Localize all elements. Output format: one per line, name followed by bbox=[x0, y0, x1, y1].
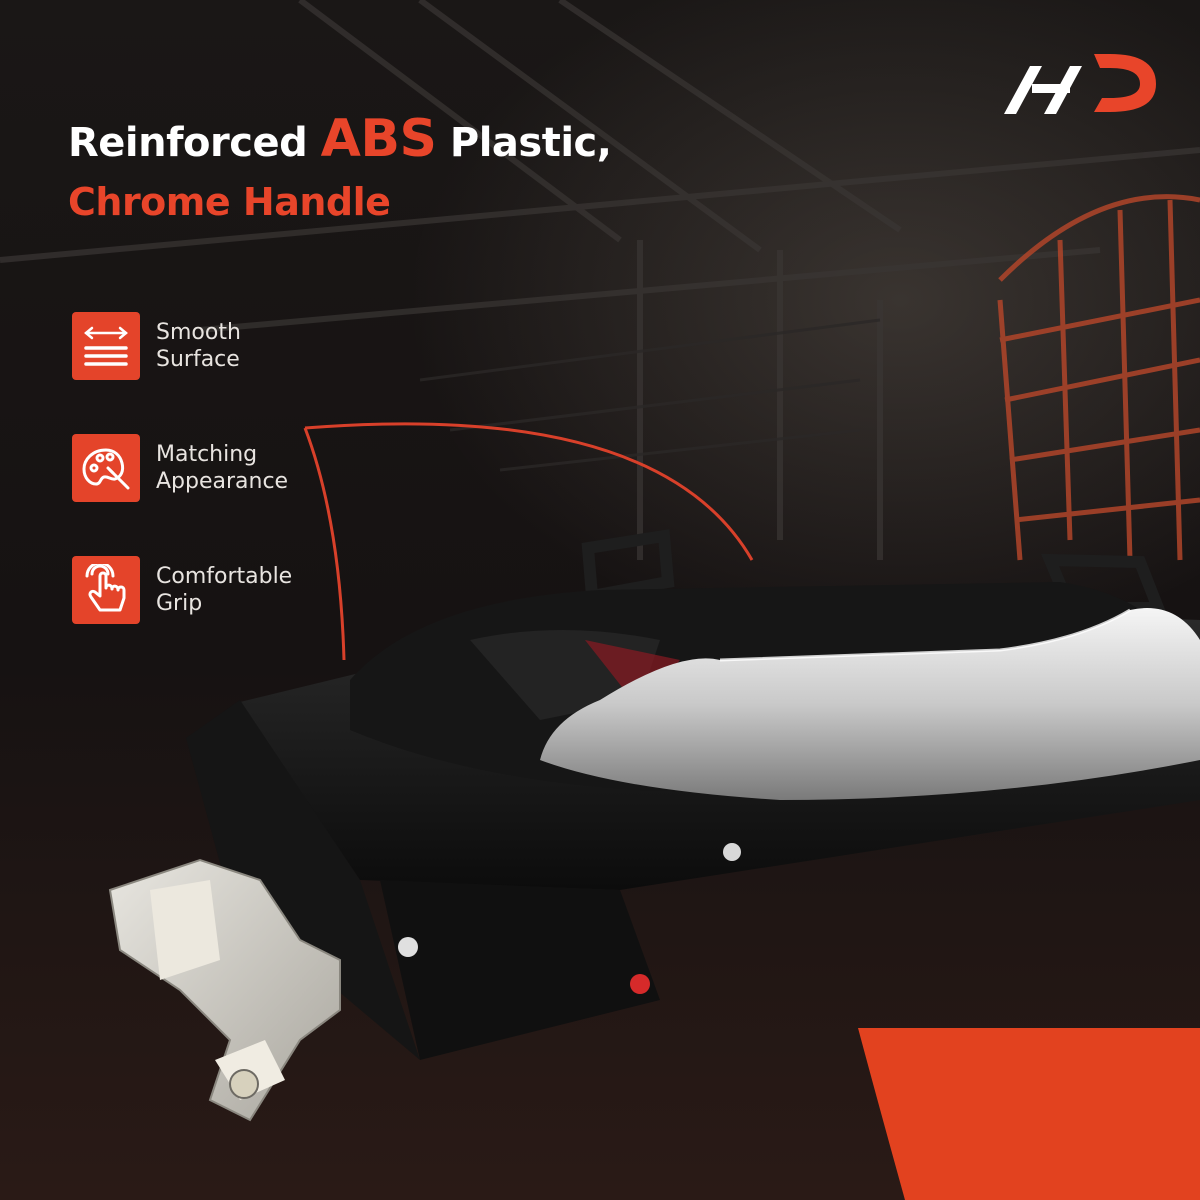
feature-label-line-2: Surface bbox=[156, 347, 240, 372]
feature-label-line-2: Grip bbox=[156, 591, 203, 616]
feature-item-smooth-surface: Smooth Surface bbox=[72, 312, 346, 380]
feature-label-line-2: Appearance bbox=[156, 469, 289, 494]
headline: Reinforced ABS Plastic, Chrome Handle bbox=[68, 109, 612, 232]
headline-line-2: Chrome Handle bbox=[68, 180, 391, 224]
feature-label: Comfortable Grip bbox=[156, 563, 346, 617]
palette-icon bbox=[72, 434, 140, 502]
smooth-surface-icon bbox=[72, 312, 140, 380]
a-premium-logo-icon bbox=[1004, 54, 1156, 114]
feature-label-line-1: Comfortable bbox=[156, 564, 293, 589]
feature-item-comfortable-grip: Comfortable Grip bbox=[72, 556, 346, 624]
headline-highlight: ABS bbox=[320, 109, 437, 169]
hand-tap-icon bbox=[72, 556, 140, 624]
headline-line-1: Reinforced ABS Plastic, bbox=[68, 109, 612, 172]
feature-item-matching-appearance: Matching Appearance bbox=[72, 434, 346, 502]
headline-suffix: Plastic, bbox=[436, 120, 612, 166]
feature-label: Matching Appearance bbox=[156, 441, 346, 495]
feature-label-line-1: Smooth bbox=[156, 320, 241, 345]
feature-list: Smooth Surface Matching bbox=[72, 312, 346, 678]
feature-label: Smooth Surface bbox=[156, 319, 346, 373]
feature-label-line-1: Matching bbox=[156, 442, 258, 467]
headline-prefix: Reinforced bbox=[68, 120, 321, 166]
